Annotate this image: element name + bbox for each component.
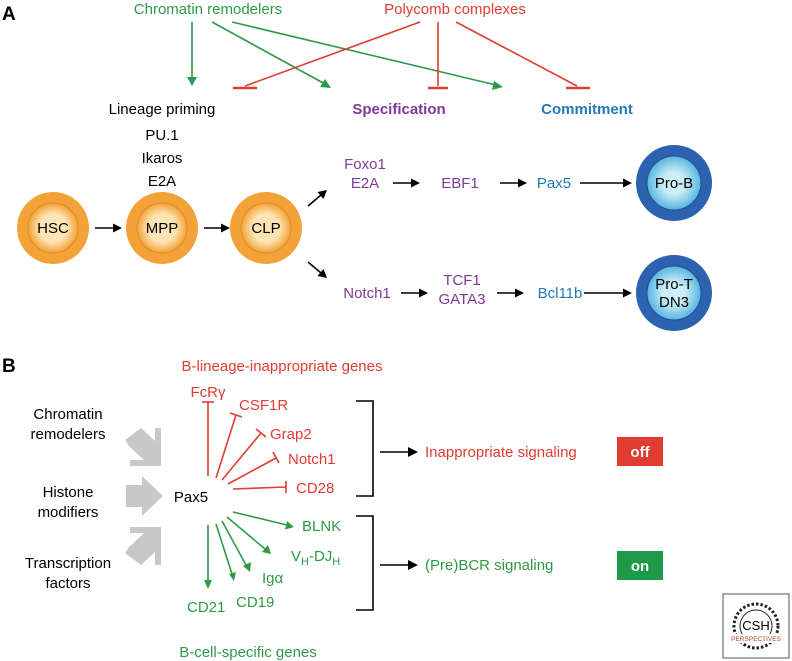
gene-cd19: CD19 — [236, 594, 274, 611]
chromatin-input-line1: Chromatin — [33, 406, 102, 423]
chromatin-input-line2: remodelers — [30, 426, 105, 443]
lineage-priming-label: Lineage priming — [109, 101, 216, 118]
lineage-arrows — [95, 182, 624, 294]
gene-iga: Igα — [262, 570, 284, 587]
gene-grap2: Grap2 — [270, 426, 312, 443]
gene-notch1: Notch1 — [288, 451, 336, 468]
gene-brackets — [356, 400, 409, 611]
chromatin-to-specification-arrow — [211, 21, 326, 85]
gene-csf1r: CSF1R — [239, 397, 288, 414]
on-badge: on — [617, 551, 663, 580]
dn3-label: DN3 — [659, 294, 689, 311]
gene-cd28: CD28 — [296, 480, 334, 497]
b-lineage-inappropriate-title: B-lineage-inappropriate genes — [182, 358, 383, 375]
prebcr-signaling-label: (Pre)BCR signaling — [425, 557, 553, 574]
b-cell-specific-title: B-cell-specific genes — [179, 644, 317, 661]
repressed-bracket — [356, 400, 374, 497]
histone-input-line2: modifiers — [38, 504, 99, 521]
logo-text-perspectives: PERSPECTIVES — [731, 636, 782, 643]
pro-b-cell: Pro-B — [636, 145, 712, 221]
panel-b-letter: B — [2, 356, 16, 377]
gray-arrow-transcription — [125, 527, 161, 565]
gene-blnk: BLNK — [302, 518, 341, 535]
tf-input-line1: Transcription — [25, 555, 111, 572]
specification-label: Specification — [352, 101, 445, 118]
gata3-label: GATA3 — [439, 291, 486, 308]
ebf1-label: EBF1 — [441, 175, 479, 192]
activated-bracket — [356, 515, 374, 611]
tf-input-line2: factors — [45, 575, 90, 592]
input-gray-arrows — [125, 428, 163, 565]
activation-arrows — [207, 511, 288, 581]
tcf1-label: TCF1 — [443, 272, 481, 289]
mpp-cell: MPP — [126, 192, 198, 264]
chromatin-remodelers-label: Chromatin remodelers — [134, 1, 282, 18]
inappropriate-signaling-label: Inappropriate signaling — [425, 444, 577, 461]
polycomb-complexes-label: Polycomb complexes — [384, 1, 526, 18]
gene-fcrg: FcRγ — [191, 384, 226, 401]
histone-input-line1: Histone — [43, 484, 94, 501]
polycomb-inhibitors — [244, 21, 578, 87]
commitment-label: Commitment — [541, 101, 633, 118]
logo-text-csh: CSH — [742, 618, 769, 633]
polycomb-to-commitment-line — [455, 21, 578, 87]
bcl11b-label: Bcl11b — [538, 285, 583, 302]
factor-pu1: PU.1 — [145, 127, 178, 144]
notch1-a-label: Notch1 — [343, 285, 391, 302]
clp-cell: CLP — [230, 192, 302, 264]
gray-arrow-chromatin — [125, 428, 161, 466]
gene-cd21: CD21 — [187, 599, 225, 616]
csh-perspectives-logo: CSH PERSPECTIVES — [722, 593, 790, 659]
pro-t-label: Pro-T — [655, 276, 693, 293]
pax5-b-label: Pax5 — [174, 489, 208, 506]
chromatin-to-commitment-arrow — [231, 21, 497, 86]
polycomb-to-priming-line — [244, 21, 421, 87]
off-badge-text: off — [630, 444, 650, 461]
factor-e2a: E2A — [148, 173, 176, 190]
pax5-a-label: Pax5 — [537, 175, 571, 192]
repression-lines — [202, 401, 287, 493]
chromatin-arrows — [191, 21, 497, 86]
foxo1-label: Foxo1 — [344, 156, 386, 173]
gray-arrow-histone — [126, 476, 163, 516]
hsc-cell: HSC — [17, 192, 89, 264]
on-badge-text: on — [631, 558, 649, 575]
pro-b-label: Pro-B — [655, 175, 693, 192]
clp-label: CLP — [251, 220, 280, 237]
pro-t-cell: Pro-T DN3 — [636, 255, 712, 331]
off-badge: off — [617, 437, 663, 466]
hsc-label: HSC — [37, 220, 69, 237]
panel-a-letter: A — [2, 4, 16, 25]
gene-vh-djh: VH-DJH — [291, 548, 340, 568]
factor-ikaros: Ikaros — [142, 150, 183, 167]
mpp-label: MPP — [146, 220, 179, 237]
e2a-b-label: E2A — [351, 175, 379, 192]
